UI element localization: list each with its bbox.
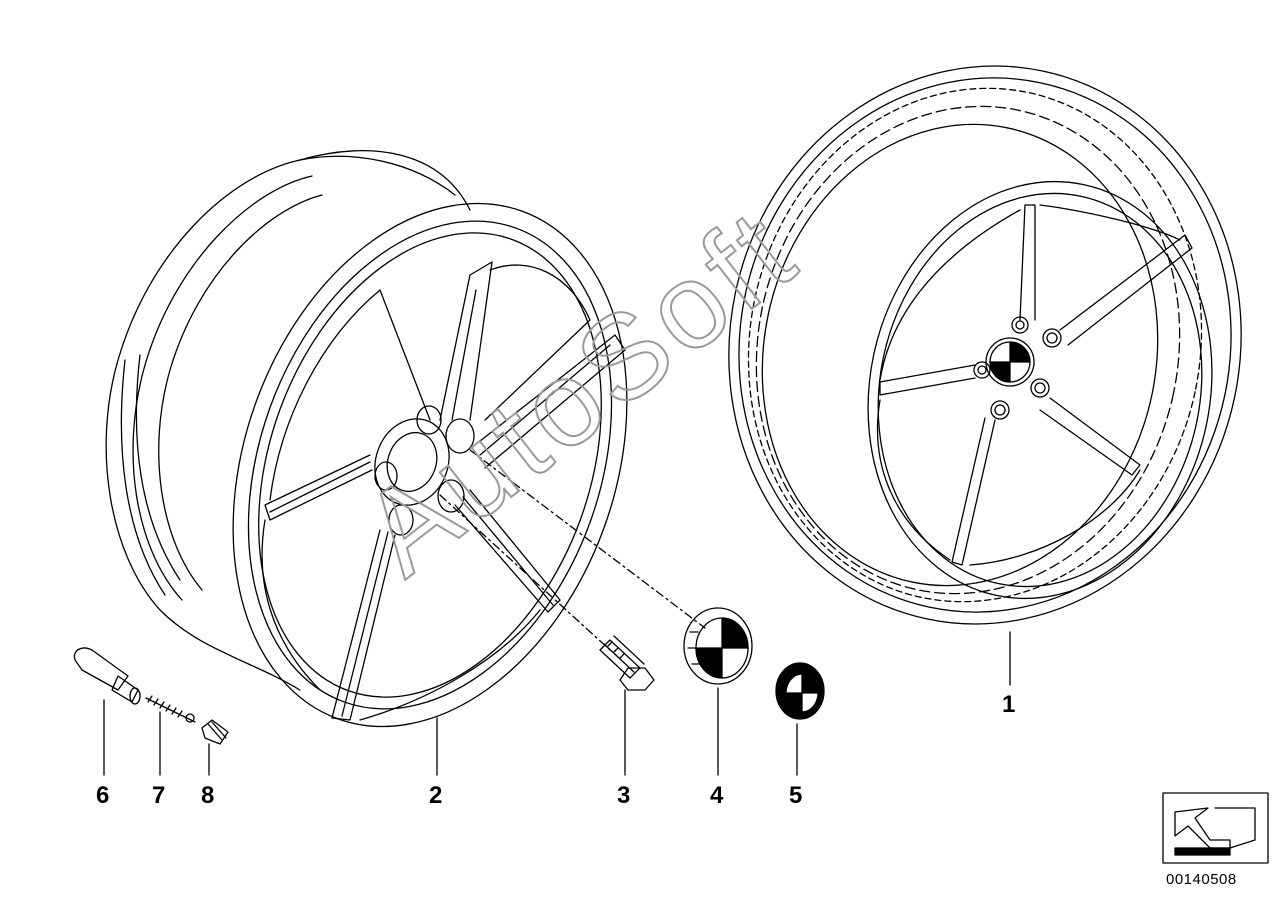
nav-box-frame <box>1162 792 1269 864</box>
valve-cap-drawing <box>201 719 229 745</box>
wheel-bolt-drawing <box>599 635 655 691</box>
navigation-button[interactable] <box>1163 793 1268 863</box>
emblem-drawing <box>775 662 825 720</box>
callout-5[interactable]: 5 <box>789 782 803 809</box>
leader-lines <box>103 631 1011 776</box>
callout-1[interactable]: 1 <box>1002 691 1016 718</box>
valve-stem-drawing <box>73 647 141 705</box>
assembly-lines <box>439 449 706 651</box>
hub-cap-drawing <box>683 607 753 685</box>
callout-8[interactable]: 8 <box>201 782 215 809</box>
document-id: 00140508 <box>1166 871 1237 888</box>
callout-4[interactable]: 4 <box>710 782 724 809</box>
callout-7[interactable]: 7 <box>152 782 166 809</box>
rim-drawing <box>105 150 628 728</box>
valve-insert-drawing <box>145 695 196 723</box>
callout-3[interactable]: 3 <box>617 782 631 809</box>
callout-6[interactable]: 6 <box>96 782 110 809</box>
callout-2[interactable]: 2 <box>429 782 443 809</box>
complete-wheel-drawing <box>728 65 1242 625</box>
